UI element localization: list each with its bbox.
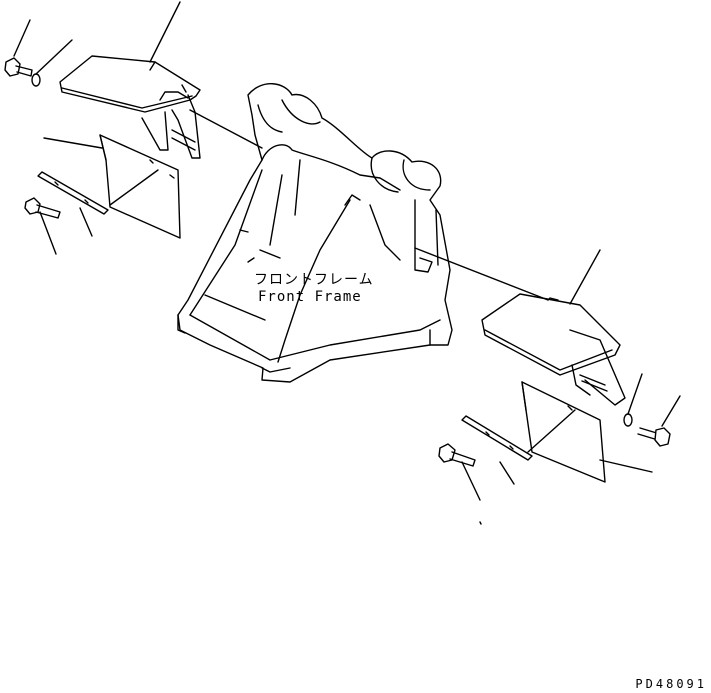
- left-bolts: [4, 57, 61, 219]
- callout-leaders: [13, 1, 681, 501]
- left-fender: [59, 55, 201, 159]
- front-frame: [177, 83, 453, 383]
- label-leaders: [247, 257, 482, 525]
- front-frame-label-japanese: フロントフレーム: [254, 272, 374, 288]
- right-strip-plate: [461, 415, 533, 461]
- left-strip-plate: [37, 171, 109, 215]
- right-fender: [481, 293, 626, 406]
- assembly-lines: [109, 109, 576, 453]
- front-frame-label-english: Front Frame: [258, 289, 362, 305]
- right-mudflap: [521, 381, 606, 483]
- drawing-code: PD48091: [635, 677, 707, 691]
- left-mudflap: [99, 134, 181, 239]
